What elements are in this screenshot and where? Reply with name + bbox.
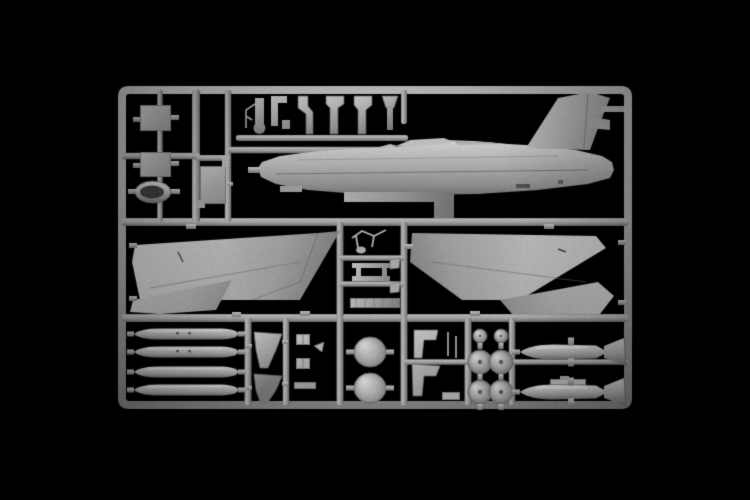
- sprue-photograph: [0, 0, 750, 500]
- screenshot-root: [0, 0, 750, 500]
